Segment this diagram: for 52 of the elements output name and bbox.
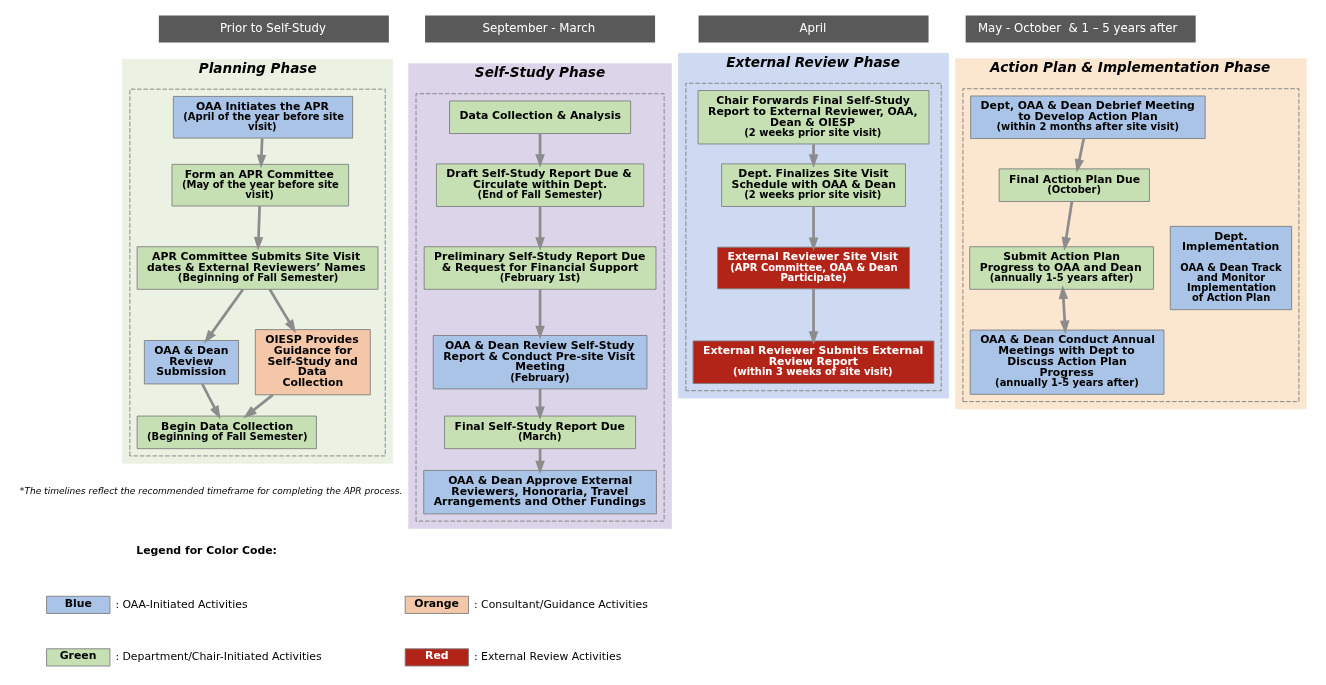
node-box: Chair Forwards Final Self-Study Report to External Reviewer, OAA, Dean & OIESP (2 weeks prior site visit) xyxy=(697,90,930,145)
legend-label: : OAA-Initiated Activities xyxy=(115,597,248,611)
label: Blue xyxy=(64,596,92,610)
legend-label: : External Review Activities xyxy=(473,650,622,664)
label: Red xyxy=(425,649,449,663)
node-box: OAA & Dean Review Self-Study Report & Conduct Pre-site Visit Meeting (February) xyxy=(432,335,648,390)
node-box: Final Self-Study Report Due (March) xyxy=(444,415,637,450)
node-box: Final Action Plan Due (October) xyxy=(998,168,1150,202)
node-box: Form an APR Committee (May of the year before site visit) xyxy=(171,163,349,207)
node-box: APR Committee Submits Site Visit dates & External Reviewers’ Names (Beginning of Fall Semester) xyxy=(136,246,379,290)
arrow xyxy=(808,144,819,168)
label: April xyxy=(799,21,827,36)
node-box: Dept. Finalizes Site Visit Schedule with OAA & Dean (2 weeks prior site visit) xyxy=(721,163,906,207)
node-box: OAA & Dean Conduct Annual Meetings with Dept to Discuss Action Plan Progress (annually 1-5 years after) xyxy=(969,329,1165,395)
arrow xyxy=(808,288,819,345)
label: Orange xyxy=(414,596,460,610)
arrow xyxy=(268,288,296,334)
node-box: External Reviewer Submits External Review Report (within 3 weeks of site visit) xyxy=(692,340,935,384)
node-box: Draft Self-Study Report Due & Circulate within Dept. (End of Fall Semester) xyxy=(435,163,645,207)
arrow xyxy=(535,289,545,340)
arrow xyxy=(201,383,221,420)
node-box: OAA & Dean Approve External Reviewers, Honoraria, Travel Arrangements and Other Fundings xyxy=(423,469,657,515)
cluster xyxy=(685,82,942,392)
arrow xyxy=(1061,201,1074,251)
arrow xyxy=(1074,138,1086,173)
node-box: Dept, OAA & Dean Debrief Meeting to Develop Action Plan (within 2 months after site visit) xyxy=(970,95,1206,139)
node-box: OIESP Provides Guidance for Self-Study and Data Collection xyxy=(254,329,371,396)
legend-label: : Department/Chair-Initiated Activities xyxy=(115,650,322,664)
arrow xyxy=(808,206,819,252)
label: Prior to Self-Study xyxy=(219,21,326,36)
label: Legend for Color Code: xyxy=(136,543,277,557)
legend-label: : Consultant/Guidance Activities xyxy=(473,597,648,611)
arrow xyxy=(256,138,267,169)
node-box: Data Collection & Analysis xyxy=(449,100,632,134)
arrow xyxy=(535,388,545,421)
node-box: Preliminary Self-Study Report Due & Request for Financial Support (February 1st) xyxy=(423,246,657,290)
node-box: OAA Initiates the APR (April of the year before site visit) xyxy=(172,95,354,139)
arrow xyxy=(1058,285,1070,335)
arrow xyxy=(535,133,545,168)
arrow xyxy=(253,206,264,251)
label: May - October & 1 – 5 years after xyxy=(977,21,1178,36)
label: Green xyxy=(59,649,97,663)
node-box: OAA & Dean Review Submission xyxy=(143,340,239,385)
arrow xyxy=(204,288,244,344)
node-box: Submit Action Plan Progress to OAA and Dean (annually 1-5 years after) xyxy=(969,246,1154,290)
arrow xyxy=(535,206,545,251)
node-box: External Reviewer Site Visit (APR Committee, OAA & Dean Participate) xyxy=(717,246,910,290)
arrow xyxy=(243,393,274,419)
node-box: Begin Data Collection (Beginning of Fall Semester) xyxy=(136,415,317,450)
label: September - March xyxy=(482,21,596,36)
label: *The timelines reflect the recommended timeframe for completing the APR process. xyxy=(19,485,403,496)
node-box: Dept. Implementation OAA & Dean Track and Monitor Implementation of Action Plan xyxy=(1169,225,1293,311)
